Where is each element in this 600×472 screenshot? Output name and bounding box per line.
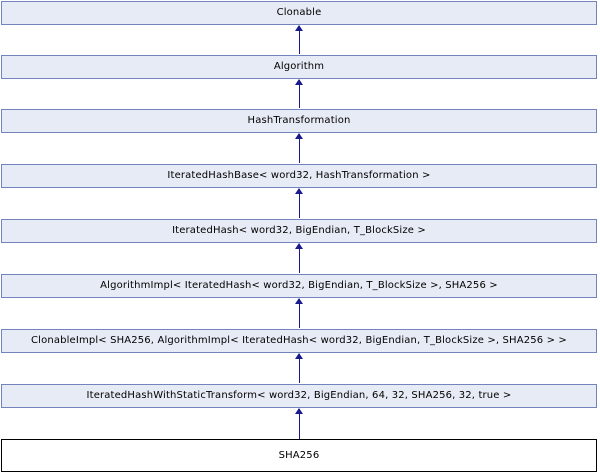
arrowhead-algorithmimpl-to-iteratedhash (295, 243, 303, 249)
edge-iteratedhash-to-iteratedhashbase (299, 189, 300, 218)
class-node-label: SHA256 (278, 449, 320, 461)
class-node-iteratedhashwithstatictransform[interactable]: IteratedHashWithStaticTransform< word32,… (1, 384, 597, 408)
class-node-algorithm[interactable]: Algorithm (1, 55, 597, 79)
arrowhead-hashtransformation-to-algorithm (295, 79, 303, 85)
class-node-label: IteratedHashWithStaticTransform< word32,… (86, 390, 512, 401)
edge-algorithmimpl-to-iteratedhash (299, 244, 300, 273)
arrowhead-iteratedhashbase-to-hashtransformation (295, 133, 303, 139)
class-node-label: ClonableImpl< SHA256, AlgorithmImpl< Ite… (31, 335, 567, 346)
arrowhead-clonableimpl-to-algorithmimpl (295, 298, 303, 304)
class-node-algorithmimpl[interactable]: AlgorithmImpl< IteratedHash< word32, Big… (1, 274, 597, 298)
class-node-label: Clonable (276, 7, 322, 18)
class-node-clonable[interactable]: Clonable (1, 1, 597, 25)
class-node-label: Algorithm (273, 61, 325, 72)
edge-clonableimpl-to-algorithmimpl (299, 299, 300, 328)
class-node-clonableimpl[interactable]: ClonableImpl< SHA256, AlgorithmImpl< Ite… (1, 329, 597, 353)
arrowhead-iteratedhashwithstatictransform-to-clonableimpl (295, 353, 303, 359)
class-node-hashtransformation[interactable]: HashTransformation (1, 109, 597, 133)
edge-iteratedhashwithstatictransform-to-clonableimpl (299, 354, 300, 383)
arrowhead-algorithm-to-clonable (295, 25, 303, 31)
class-node-sha256[interactable]: SHA256 (1, 439, 597, 472)
edge-iteratedhashbase-to-hashtransformation (299, 134, 300, 163)
edge-hashtransformation-to-algorithm (299, 80, 300, 108)
arrowhead-iteratedhash-to-iteratedhashbase (295, 188, 303, 194)
edge-algorithm-to-clonable (299, 26, 300, 54)
class-node-label: HashTransformation (247, 115, 351, 126)
class-node-label: IteratedHashBase< word32, HashTransforma… (167, 170, 431, 181)
arrowhead-sha256-to-iteratedhashwithstatictransform (295, 408, 303, 414)
class-node-iteratedhash[interactable]: IteratedHash< word32, BigEndian, T_Block… (1, 219, 597, 243)
class-node-label: IteratedHash< word32, BigEndian, T_Block… (172, 225, 426, 236)
class-node-label: AlgorithmImpl< IteratedHash< word32, Big… (100, 280, 498, 291)
edge-sha256-to-iteratedhashwithstatictransform (299, 409, 300, 439)
class-node-iteratedhashbase[interactable]: IteratedHashBase< word32, HashTransforma… (1, 164, 597, 188)
